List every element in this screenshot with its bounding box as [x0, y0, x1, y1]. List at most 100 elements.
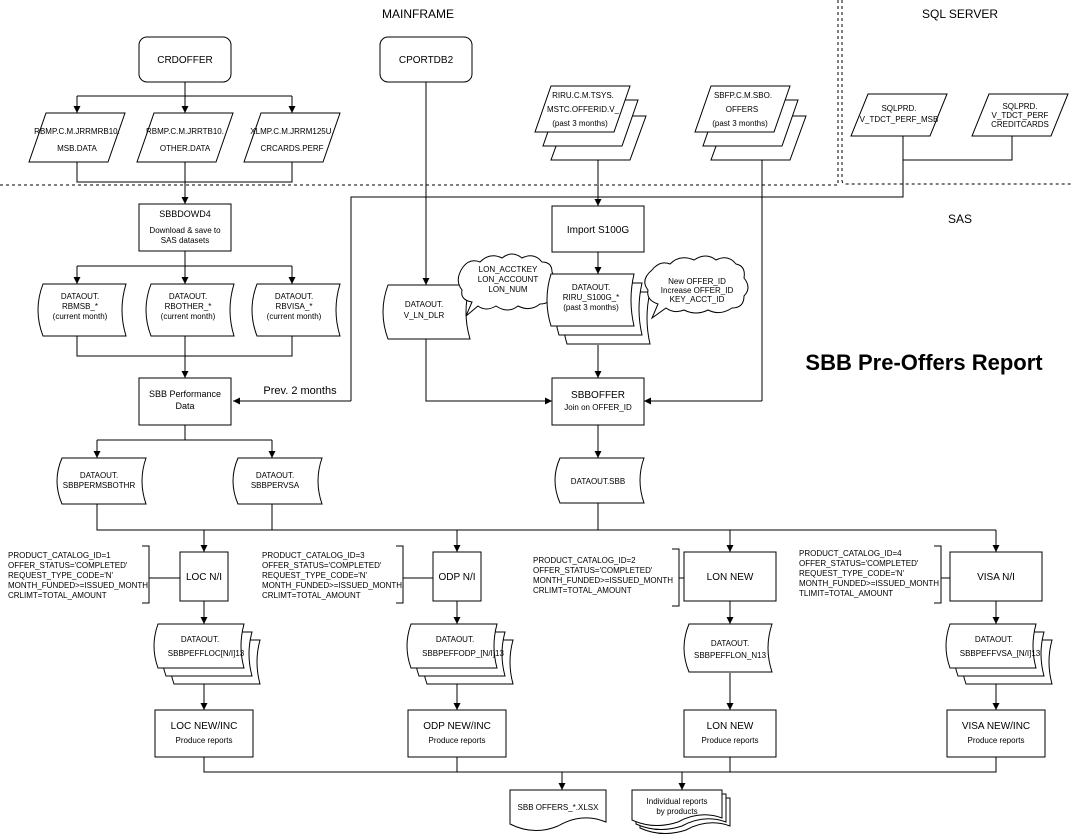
svg-text:Join on OFFER_ID: Join on OFFER_ID: [564, 403, 632, 412]
svg-text:Produce reports: Produce reports: [702, 736, 759, 745]
svg-text:(current month): (current month): [161, 312, 216, 321]
svg-text:OFFERS: OFFERS: [726, 105, 758, 114]
svg-text:SBBPEFFLOC[N/I]13: SBBPEFFLOC[N/I]13: [168, 649, 245, 658]
svg-text:V_TDCT_PERF: V_TDCT_PERF: [992, 111, 1049, 120]
import-s100g-process: Import S100G: [551, 205, 645, 253]
svg-text:LON NEW: LON NEW: [707, 721, 754, 732]
svg-text:CRDOFFER: CRDOFFER: [157, 55, 213, 66]
svg-text:RIRU.C.M.TSYS.: RIRU.C.M.TSYS.: [552, 91, 614, 100]
svg-text:LON_ACCOUNT: LON_ACCOUNT: [478, 275, 539, 284]
sbfp-offers-files: SBFP.C.M.SBO. OFFERS (past 3 months): [694, 85, 807, 161]
dataout-sbb-dataset: DATAOUT.SBB: [554, 457, 645, 504]
svg-text:LOC N/I: LOC N/I: [186, 572, 222, 583]
dataout-loc-dataset: DATAOUT. SBBPEFFLOC[N/I]13: [153, 623, 261, 685]
lon-new-report-process: LON NEW Produce reports: [683, 709, 777, 758]
svg-text:V_LN_DLR: V_LN_DLR: [404, 311, 445, 320]
riru-offerid-files: RIRU.C.M.TSYS. MSTC.OFFERID.V_ (past 3 m…: [534, 85, 647, 161]
svg-text:Individual reports: Individual reports: [647, 797, 708, 806]
odp-new-inc-report-process: ODP NEW/INC Produce reports: [407, 709, 507, 758]
svg-text:Produce reports: Produce reports: [429, 736, 486, 745]
svg-text:SBB Performance: SBB Performance: [149, 389, 221, 399]
svg-text:RBMP.C.M.JRRMRB10.: RBMP.C.M.JRRMRB10.: [34, 127, 120, 136]
other-data-file: RBMP.C.M.JRRTB10. OTHER.DATA: [136, 112, 234, 163]
svg-text:by products: by products: [656, 807, 697, 816]
svg-text:(current month): (current month): [53, 312, 108, 321]
dataout-rbmsb-dataset: DATAOUT. RBMSB_* (current month): [37, 283, 127, 337]
svg-text:XLMP.C.M.JRRM125U.: XLMP.C.M.JRRM125U.: [250, 127, 333, 136]
svg-text:REQUEST_TYPE_CODE='N': REQUEST_TYPE_CODE='N': [799, 569, 905, 578]
sbb-offers-xlsx-document: SBB OFFERS_*.XLSX: [509, 789, 607, 831]
svg-text:SBBPEFFODP_[N/I]13: SBBPEFFODP_[N/I]13: [422, 649, 504, 658]
svg-text:DATAOUT.: DATAOUT.: [405, 300, 443, 309]
svg-text:TLIMIT=TOTAL_AMOUNT: TLIMIT=TOTAL_AMOUNT: [799, 589, 893, 598]
svg-text:PRODUCT_CATALOG_ID=2: PRODUCT_CATALOG_ID=2: [533, 556, 636, 565]
lon-filter-criteria: PRODUCT_CATALOG_ID=2 OFFER_STATUS='COMPL…: [533, 556, 673, 595]
svg-text:(current month): (current month): [267, 312, 322, 321]
svg-text:OTHER.DATA: OTHER.DATA: [160, 144, 211, 153]
dataout-v-ln-dlr-dataset: DATAOUT. V_LN_DLR: [382, 284, 471, 340]
svg-text:PRODUCT_CATALOG_ID=1: PRODUCT_CATALOG_ID=1: [8, 551, 111, 560]
dataout-rbvisa-dataset: DATAOUT. RBVISA_* (current month): [251, 283, 341, 337]
svg-text:RBOTHER_*: RBOTHER_*: [165, 302, 212, 311]
svg-text:CRLIMT=TOTAL_AMOUNT: CRLIMT=TOTAL_AMOUNT: [8, 591, 107, 600]
prev-2-months-label: Prev. 2 months: [263, 385, 337, 397]
svg-text:OFFER_STATUS='COMPLETED': OFFER_STATUS='COMPLETED': [799, 559, 919, 568]
svg-text:LON_NUM: LON_NUM: [488, 285, 527, 294]
connectors: [73, 82, 1013, 790]
svg-text:VISA NEW/INC: VISA NEW/INC: [962, 721, 1030, 732]
svg-text:New OFFER_ID: New OFFER_ID: [668, 277, 726, 286]
svg-text:SBBOFFER: SBBOFFER: [571, 390, 625, 401]
lon-fields-callout: LON_ACCTKEY LON_ACCOUNT LON_NUM: [457, 253, 556, 317]
svg-text:REQUEST_TYPE_CODE='N': REQUEST_TYPE_CODE='N': [8, 571, 114, 580]
svg-text:SQLPRD.: SQLPRD.: [881, 104, 916, 113]
svg-text:V_TDCT_PERF_MSB: V_TDCT_PERF_MSB: [860, 115, 939, 124]
dataout-riru-s100g-dataset: DATAOUT. RIRU_S100G_* (past 3 months): [546, 273, 651, 345]
sqlprd-v-tdct-perf-msb: SQLPRD. V_TDCT_PERF_MSB: [850, 93, 948, 137]
svg-text:PRODUCT_CATALOG_ID=3: PRODUCT_CATALOG_ID=3: [262, 551, 365, 560]
svg-text:DATAOUT.: DATAOUT.: [80, 471, 118, 480]
svg-text:SBBDOWD4: SBBDOWD4: [159, 209, 211, 219]
svg-text:SBFP.C.M.SBO.: SBFP.C.M.SBO.: [714, 91, 772, 100]
svg-text:(past 3 months): (past 3 months): [712, 119, 768, 128]
svg-text:ODP N/I: ODP N/I: [438, 572, 475, 583]
svg-text:REQUEST_TYPE_CODE='N': REQUEST_TYPE_CODE='N': [262, 571, 368, 580]
svg-text:DATAOUT.: DATAOUT.: [61, 292, 99, 301]
svg-text:Import S100G: Import S100G: [567, 225, 629, 236]
svg-text:DATAOUT.: DATAOUT.: [572, 283, 610, 292]
dataout-sbbpermsbothr-dataset: DATAOUT. SBBPERMSBOTHR: [56, 457, 147, 505]
svg-text:MONTH_FUNDED>=ISSUED_MONTH: MONTH_FUNDED>=ISSUED_MONTH: [799, 579, 939, 588]
svg-text:OFFER_STATUS='COMPLETED': OFFER_STATUS='COMPLETED': [8, 561, 128, 570]
dataout-lon-dataset: DATAOUT. SBBPEFFLON_N13: [683, 623, 773, 673]
svg-text:RBVISA_*: RBVISA_*: [276, 302, 313, 311]
dataout-visa-dataset: DATAOUT. SBBPEFFVSA_[N/I]13: [945, 623, 1053, 685]
svg-text:CPORTDB2: CPORTDB2: [399, 55, 454, 66]
loc-filter-criteria: PRODUCT_CATALOG_ID=1 OFFER_STATUS='COMPL…: [8, 551, 148, 600]
svg-text:KEY_ACCT_ID: KEY_ACCT_ID: [670, 295, 725, 304]
svg-text:SBB OFFERS_*.XLSX: SBB OFFERS_*.XLSX: [518, 803, 600, 812]
odp-filter-criteria: PRODUCT_CATALOG_ID=3 OFFER_STATUS='COMPL…: [262, 551, 402, 600]
dataout-sbbpervsa-dataset: DATAOUT. SBBPERVSA: [232, 457, 323, 505]
loc-ni-process: LOC N/I: [179, 551, 229, 602]
crcards-perf-file: XLMP.C.M.JRRM125U. CRCARDS.PERF: [243, 112, 341, 163]
svg-text:ODP NEW/INC: ODP NEW/INC: [423, 721, 491, 732]
svg-text:CRLIMT=TOTAL_AMOUNT: CRLIMT=TOTAL_AMOUNT: [533, 586, 632, 595]
svg-text:SAS datasets: SAS datasets: [161, 236, 209, 245]
svg-text:LON NEW: LON NEW: [707, 572, 754, 583]
visa-filter-criteria: PRODUCT_CATALOG_ID=4 OFFER_STATUS='COMPL…: [799, 549, 939, 598]
sbboffer-process: SBBOFFER Join on OFFER_ID: [551, 377, 645, 426]
svg-text:MONTH_FUNDED>=ISSUED_MONTH: MONTH_FUNDED>=ISSUED_MONTH: [8, 581, 148, 590]
svg-text:Increase OFFER_ID: Increase OFFER_ID: [661, 286, 734, 295]
svg-text:SBBPEFFLON_N13: SBBPEFFLON_N13: [694, 651, 767, 660]
svg-text:LOC NEW/INC: LOC NEW/INC: [171, 721, 238, 732]
svg-text:DATAOUT.: DATAOUT.: [169, 292, 207, 301]
svg-text:Produce reports: Produce reports: [968, 736, 1025, 745]
sbbdowd4-process: SBBDOWD4 Download & save to SAS datasets: [138, 203, 232, 252]
svg-text:SBBPEFFVSA_[N/I]13: SBBPEFFVSA_[N/I]13: [960, 649, 1041, 658]
svg-text:(past 3 months): (past 3 months): [563, 303, 619, 312]
dataout-odp-dataset: DATAOUT. SBBPEFFODP_[N/I]13: [406, 623, 514, 685]
diagram-title: SBB Pre-Offers Report: [805, 350, 1043, 375]
svg-text:DATAOUT.SBB: DATAOUT.SBB: [571, 477, 625, 486]
svg-text:SQLPRD.: SQLPRD.: [1002, 102, 1037, 111]
crdoffer-node: CRDOFFER: [138, 36, 232, 83]
